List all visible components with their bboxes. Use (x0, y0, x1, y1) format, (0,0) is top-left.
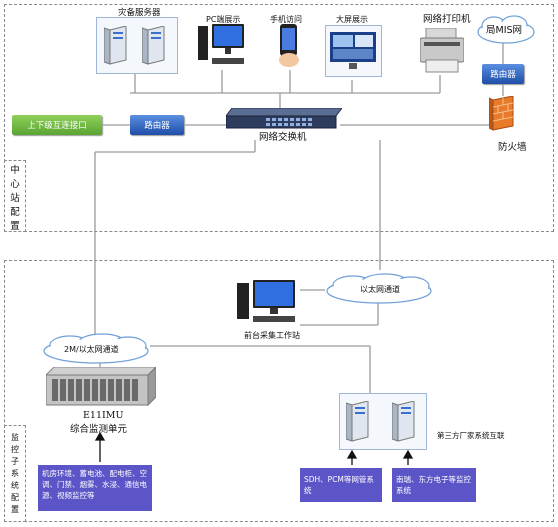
monitoring-unit-icon (46, 367, 156, 407)
monitored-items-box: 机房环境、蓄电池、配电柜、空调、门禁、烟雾、水浸、通信电源、视频监控等 (38, 465, 152, 511)
ethernet-cloud-icon (326, 273, 432, 304)
monitor-subsystem-region (4, 260, 554, 522)
router-left: 路由器 (130, 115, 184, 135)
channel-2m-label: 2M/以太网通道 (64, 345, 119, 354)
unit-name-label: 综合监测单元 (70, 424, 128, 435)
third-party-label: 第三方厂家系统互联 (437, 431, 505, 440)
unit-model-label: E11IMU (83, 410, 124, 421)
mis-network-label: 局MIS网 (486, 25, 523, 36)
interconnect-interface: 上下级互连接口 (12, 115, 102, 135)
router-right: 路由器 (482, 64, 524, 84)
vendor-systems-box: 南瑞、东方电子等监控系统 (392, 468, 476, 502)
pc-display-label: PC端展示 (206, 15, 241, 24)
server-icon (392, 401, 415, 442)
center-station-region (4, 4, 554, 232)
center-side-label: 中心站配置 (10, 165, 20, 232)
workstation-icon (237, 280, 295, 322)
phone-icon (279, 24, 299, 67)
ethernet-channel-label: 以太网通道 (360, 285, 400, 294)
pc-icon (198, 24, 244, 64)
mis-cloud-icon (477, 15, 535, 44)
server-icon (104, 26, 127, 65)
nms-systems-box: SDH、PCM等网管系统 (300, 468, 382, 502)
center-side-label-box (4, 160, 26, 232)
big-screen-label: 大屏展示 (336, 15, 368, 24)
monitor-side-label: 监控子系统配置 (11, 433, 19, 514)
monitor-side-label-box (4, 425, 26, 522)
disaster-server-label: 灾备服务器 (118, 8, 161, 18)
big-screen-icon (330, 32, 376, 69)
server-icon (346, 401, 369, 442)
firewall-icon (489, 96, 514, 131)
firewall-label: 防火墙 (498, 142, 527, 153)
network-printer-label: 网络打印机 (423, 14, 471, 25)
workstation-label: 前台采集工作站 (244, 331, 300, 340)
channel-2m-cloud-icon (43, 333, 149, 364)
switch-icon (226, 108, 342, 129)
switch-label: 网络交换机 (259, 132, 307, 143)
server-icon (142, 26, 165, 65)
printer-icon (420, 28, 464, 73)
mobile-access-label: 手机访问 (270, 15, 302, 24)
